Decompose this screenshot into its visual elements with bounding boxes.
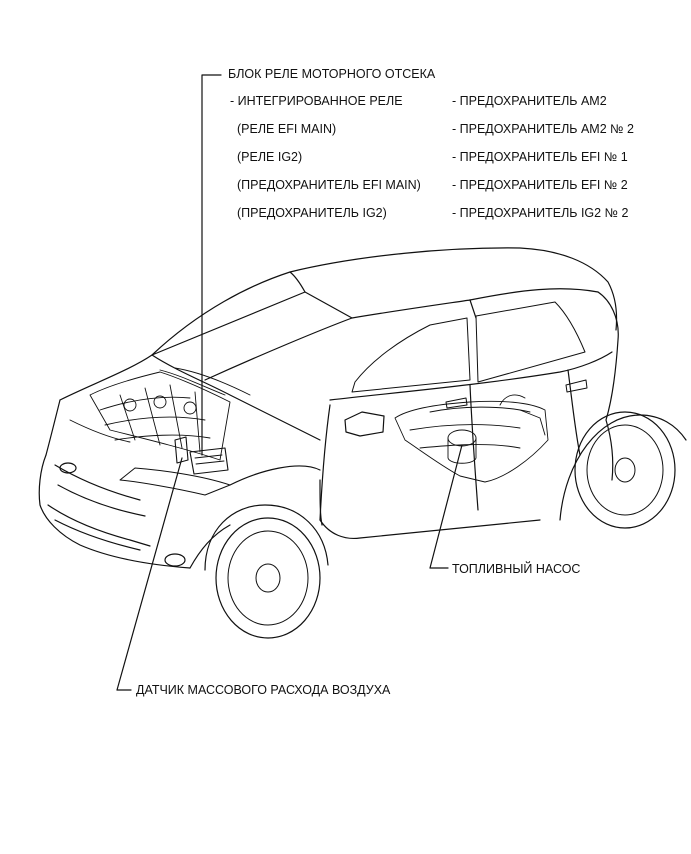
engine-compartment xyxy=(69,367,251,475)
car-body xyxy=(38,247,687,571)
rear-wheel xyxy=(574,411,676,529)
fuse-item-am2: - ПРЕДОХРАНИТЕЛЬ AM2 xyxy=(452,94,607,108)
relay-item-ig2: (РЕЛЕ IG2) xyxy=(237,150,303,164)
fuse-item-efi-main: (ПРЕДОХРАНИТЕЛЬ EFI MAIN) xyxy=(237,178,421,192)
fuse-item-efi-no1: - ПРЕДОХРАНИТЕЛЬ EFI № 1 xyxy=(452,150,628,164)
fuse-item-efi-no2: - ПРЕДОХРАНИТЕЛЬ EFI № 2 xyxy=(452,178,628,192)
fuel-tank xyxy=(394,394,549,483)
fuse-item-ig2: (ПРЕДОХРАНИТЕЛЬ IG2) xyxy=(237,206,387,220)
relay-item-integrated: - ИНТЕГРИРОВАННОЕ РЕЛЕ xyxy=(230,94,403,108)
relay-item-efi-main: (РЕЛЕ EFI MAIN) xyxy=(237,122,337,136)
fuel-pump-label: ТОПЛИВНЫЙ НАСОС xyxy=(452,562,581,576)
leader-lines xyxy=(116,74,463,691)
front-wheel xyxy=(215,517,321,639)
maf-sensor-label: ДАТЧИК МАССОВОГО РАСХОДА ВОЗДУХА xyxy=(136,683,391,697)
fuse-item-am2-no2: - ПРЕДОХРАНИТЕЛЬ AM2 № 2 xyxy=(452,122,634,136)
fuse-item-ig2-no2: - ПРЕДОХРАНИТЕЛЬ IG2 № 2 xyxy=(452,206,629,220)
relay-block-title: БЛОК РЕЛЕ МОТОРНОГО ОТСЕКА xyxy=(228,67,436,81)
